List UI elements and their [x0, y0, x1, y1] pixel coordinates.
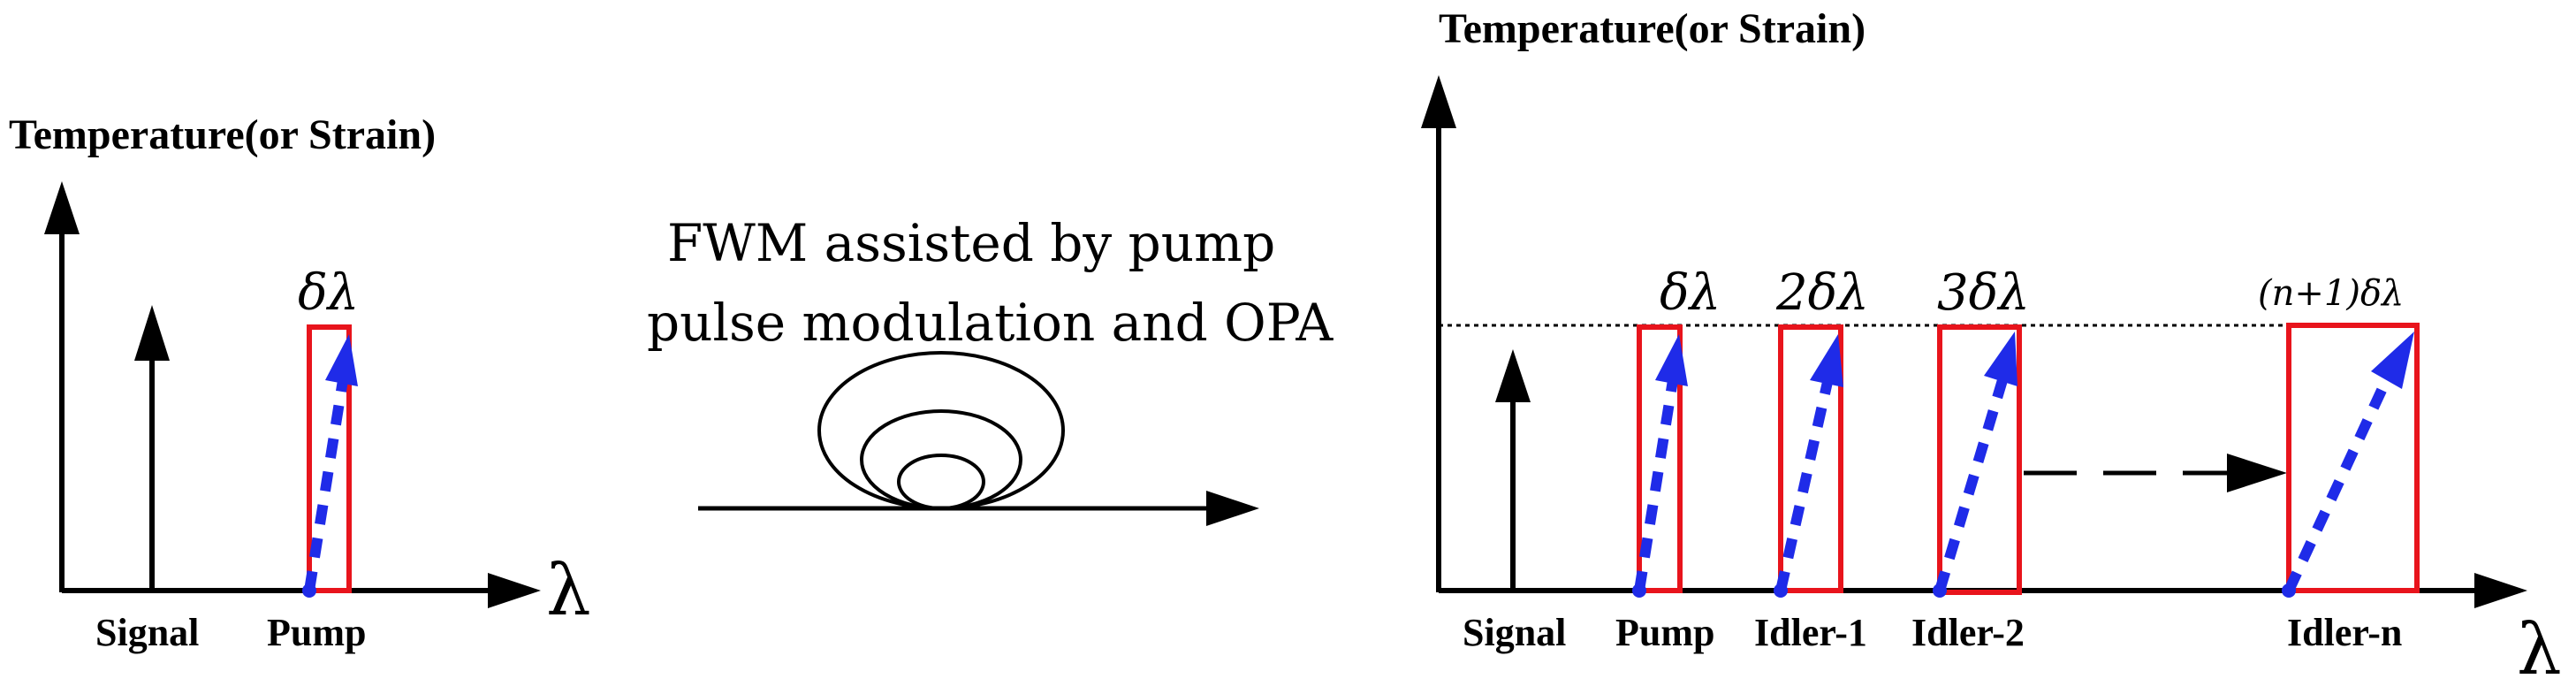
idler2-dashed-arrow — [1934, 378, 2008, 592]
left-y-axis-arrowhead — [44, 181, 80, 234]
right-pump-origin-dot — [1632, 583, 1646, 598]
left-panel: Temperature(or Strain) λ δλ Signal Pump — [9, 111, 591, 654]
right-idlern-label: Idler-n — [2287, 611, 2402, 654]
idler1-window — [1778, 324, 1843, 593]
idler2-arrowhead — [1984, 332, 2017, 386]
right-pump-window — [1637, 324, 1683, 593]
center-section: FWM assisted by pump pulse modulation an… — [647, 213, 1334, 526]
right-window-label-n: (n+1)δλ — [2258, 273, 2404, 314]
left-pump-arrowhead — [325, 334, 358, 386]
right-signal-label: Signal — [1463, 611, 1566, 654]
idlern-dashed-arrow — [2283, 382, 2390, 593]
left-x-axis-symbol: λ — [546, 549, 591, 631]
left-x-axis-arrowhead — [488, 573, 541, 608]
right-panel: Temperature(or Strain) λ — [1421, 5, 2562, 690]
left-signal-label: Signal — [95, 611, 199, 654]
center-text-line2: pulse modulation and OPA — [647, 293, 1334, 353]
right-idler2-label: Idler-2 — [1911, 611, 2025, 654]
right-x-axis-arrowhead — [2474, 573, 2527, 608]
center-text-line1: FWM assisted by pump — [667, 213, 1275, 273]
right-pump-label: Pump — [1615, 611, 1714, 654]
right-idler1-label: Idler-1 — [1754, 611, 1867, 654]
left-pump-origin-dot — [302, 583, 316, 598]
idlern-window — [2286, 323, 2420, 593]
left-pump-window — [307, 324, 352, 593]
left-pump-dashed-arrow — [304, 379, 348, 591]
right-window-label-1: δλ — [1660, 264, 1721, 322]
left-window-label: δλ — [298, 264, 359, 322]
progression-arrowhead — [2227, 454, 2287, 492]
coil-loop-outer — [817, 351, 1065, 510]
right-y-axis-title: Temperature(or Strain) — [1439, 5, 1866, 52]
idlern-origin-dot — [2282, 583, 2296, 598]
left-y-axis-title: Temperature(or Strain) — [9, 111, 436, 158]
center-propagation-arrowhead — [1206, 491, 1259, 526]
idler2-window — [1937, 324, 2022, 595]
right-window-label-2: 2δλ — [1775, 264, 1869, 322]
idler1-origin-dot — [1774, 583, 1788, 598]
coil-loop-middle — [860, 409, 1022, 510]
idlern-arrowhead — [2371, 332, 2414, 389]
right-signal-arrowhead — [1495, 349, 1531, 402]
left-signal-arrowhead — [134, 305, 170, 361]
right-pump-arrowhead — [1655, 334, 1688, 386]
right-x-axis-symbol: λ — [2517, 608, 2562, 690]
idler2-origin-dot — [1933, 583, 1947, 598]
idler1-dashed-arrow — [1775, 380, 1833, 592]
left-pump-label: Pump — [267, 611, 366, 654]
right-pump-dashed-arrow — [1634, 379, 1678, 591]
fiber-coil-icon — [817, 351, 1065, 510]
right-y-axis-arrowhead — [1421, 75, 1456, 128]
coil-loop-inner — [897, 454, 985, 510]
idler1-arrowhead — [1810, 334, 1843, 387]
right-window-label-3: 3δλ — [1937, 264, 2030, 322]
